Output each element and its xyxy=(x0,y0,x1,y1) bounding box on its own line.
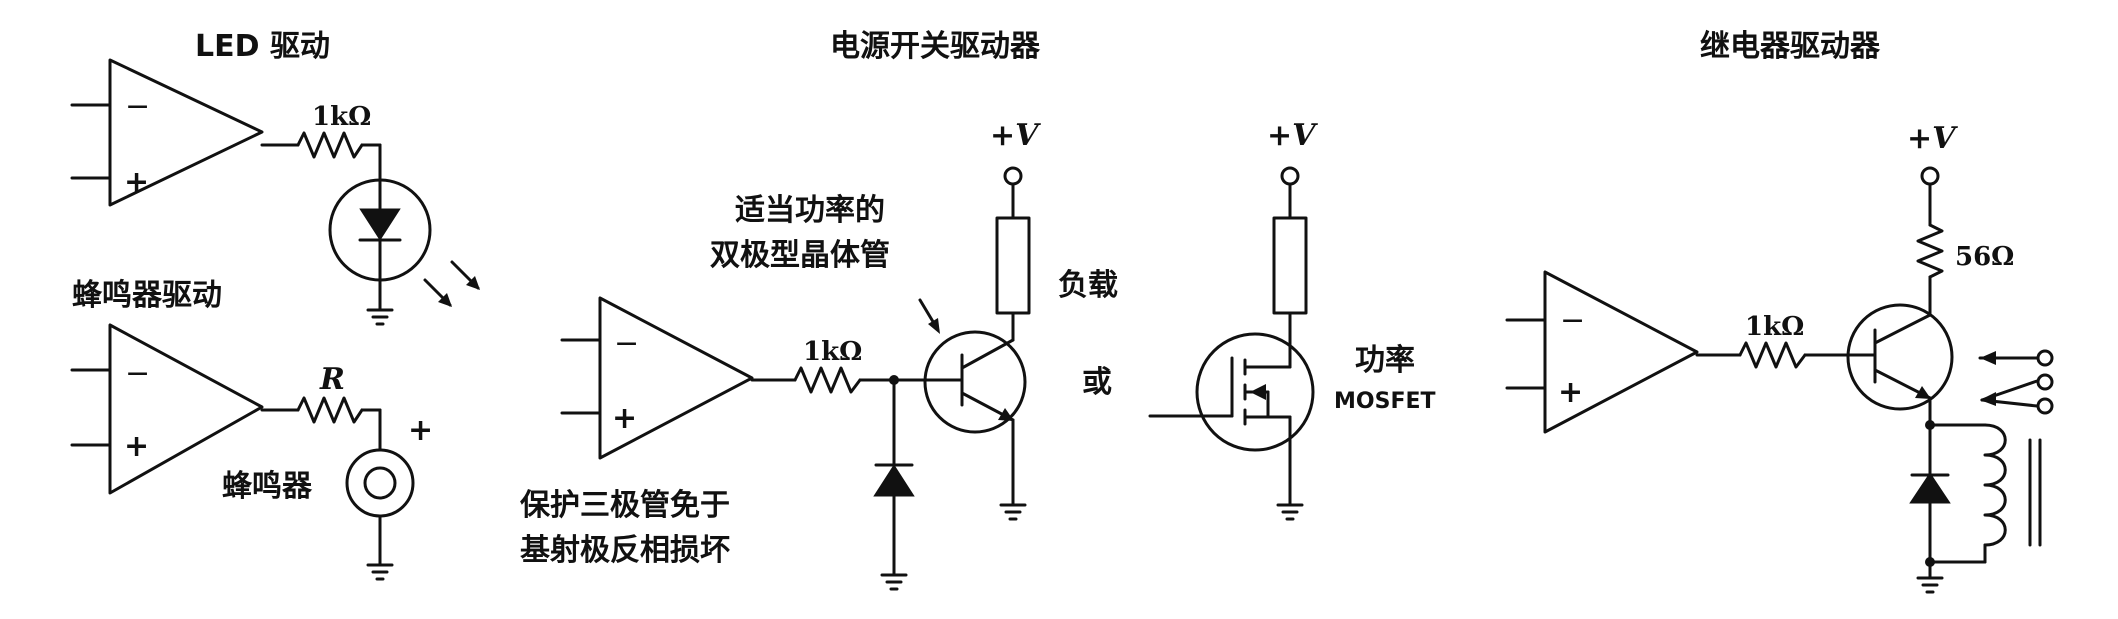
led-drive-title: LED 驱动 xyxy=(195,29,330,64)
flyback-diode xyxy=(1909,472,1951,504)
power-switch-resistor-label: 1kΩ xyxy=(803,337,862,367)
mosfet-label-line2: MOSFET xyxy=(1334,389,1436,414)
buzzer-resistor xyxy=(296,396,364,424)
power-switch-opamp xyxy=(598,296,754,460)
load-label: 负载 xyxy=(1058,268,1118,303)
led-opamp-plus: + xyxy=(124,165,149,200)
transistor-note-line2: 双极型晶体管 xyxy=(710,238,890,273)
buzzer-resistor-label: R xyxy=(319,362,345,397)
led-resistor-label: 1kΩ xyxy=(312,102,371,132)
buzzer-polarity: + xyxy=(408,413,433,448)
bjt-supply-label: +V xyxy=(990,118,1041,153)
led-opamp-minus: − xyxy=(125,89,150,124)
buzzer-label: 蜂鸣器 xyxy=(222,469,313,504)
relay-resistor-label: 1kΩ xyxy=(1745,312,1804,342)
power-switch-opamp-plus: + xyxy=(612,401,637,436)
bipolar-transistor xyxy=(923,330,1027,434)
mosfet-supply-label: +V xyxy=(1267,118,1318,153)
relay-driver-title: 继电器驱动器 xyxy=(1700,29,1881,64)
relay-transistor xyxy=(1846,303,1954,411)
load-resistor xyxy=(995,216,1031,315)
buzzer xyxy=(345,448,415,518)
relay-supply-label: +V xyxy=(1907,121,1958,156)
or-label: 或 xyxy=(1082,365,1112,400)
protection-diode xyxy=(873,464,915,497)
relay-contact xyxy=(2036,349,2054,367)
mosfet-load-resistor xyxy=(1272,216,1308,315)
relay-contact xyxy=(2036,373,2054,391)
relay-opamp xyxy=(1543,270,1699,434)
resistor-56-ohm xyxy=(1916,223,1944,279)
power-switch-opamp-minus: − xyxy=(614,326,639,361)
power-switch-circuit: 电源开关驱动器 − + 1kΩ 保护三极管免于 基射极反相损坏 xyxy=(520,29,1436,591)
relay-opamp-plus: + xyxy=(1558,375,1583,410)
power-switch-title: 电源开关驱动器 xyxy=(830,29,1041,64)
relay-resistor xyxy=(1738,341,1807,369)
led-opamp xyxy=(108,58,264,207)
diode-note-line2: 基射极反相损坏 xyxy=(520,533,730,568)
diode-note-line1: 保护三极管免于 xyxy=(520,488,730,523)
buzzer-opamp xyxy=(108,323,264,495)
relay-coil xyxy=(1983,423,2007,547)
power-mosfet xyxy=(1195,332,1315,452)
transistor-note-line1: 适当功率的 xyxy=(735,193,885,228)
led-drive-circuit: LED 驱动 − + 1kΩ xyxy=(70,29,480,326)
power-switch-resistor xyxy=(793,366,862,394)
relay-driver-circuit: 继电器驱动器 − + 1kΩ +V 56Ω xyxy=(1505,29,2054,594)
buzzer-opamp-plus: + xyxy=(124,429,149,464)
relay-contact xyxy=(2036,397,2054,415)
resistor-56-ohm-label: 56Ω xyxy=(1955,242,2014,272)
buzzer-drive-title: 蜂鸣器驱动 xyxy=(72,278,222,313)
mosfet-label-line1: 功率 xyxy=(1355,343,1415,378)
buzzer-drive-circuit: 蜂鸣器驱动 − + R + 蜂鸣器 xyxy=(70,278,433,581)
led-resistor xyxy=(296,131,364,159)
relay-opamp-minus: − xyxy=(1560,303,1585,338)
buzzer-opamp-minus: − xyxy=(125,356,150,391)
